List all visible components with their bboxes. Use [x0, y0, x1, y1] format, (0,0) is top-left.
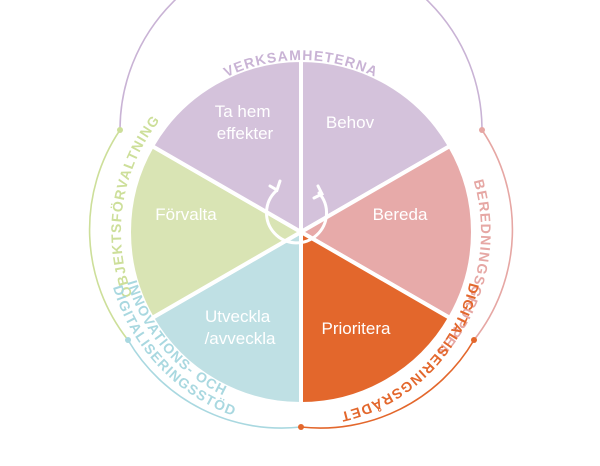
ring-dot-bottom [298, 424, 304, 430]
segment-labels: Behov Bereda Prioritera Utveckla /avveck… [155, 102, 428, 348]
segment-label-utveckla: Utveckla /avveckla [205, 307, 276, 348]
segment-bereda [299, 144, 475, 320]
cycle-arrow-icon [265, 179, 329, 245]
ring-arc-digitaliseringsradet [300, 339, 475, 429]
wheel-segments [127, 58, 475, 406]
segment-forvalta [127, 144, 303, 320]
ring-dot-top-left [117, 127, 123, 133]
segment-label-prioritera: Prioritera [322, 319, 392, 338]
segment-behov [299, 58, 452, 234]
ring-dot-left-bottom [125, 337, 131, 343]
ring-dot-top-right [479, 127, 485, 133]
segment-ta-hem-effekter [150, 58, 303, 234]
segment-prioritera [299, 230, 452, 406]
ring-arc-verksamheterna [119, 0, 483, 131]
outer-ring [88, 0, 514, 430]
ring-arc-objektsforvaltning [88, 129, 129, 341]
segment-utveckla [150, 230, 303, 406]
ring-dot-right-bottom [471, 337, 477, 343]
segment-label-ta-hem-effekter: Ta hem effekter [215, 102, 275, 143]
ring-arc-beredningsgruppen [473, 129, 514, 341]
segment-label-forvalta: Förvalta [155, 205, 217, 224]
segment-label-behov: Behov [326, 113, 375, 132]
ring-arc-innovation [127, 339, 302, 429]
segment-label-bereda: Bereda [373, 205, 428, 224]
